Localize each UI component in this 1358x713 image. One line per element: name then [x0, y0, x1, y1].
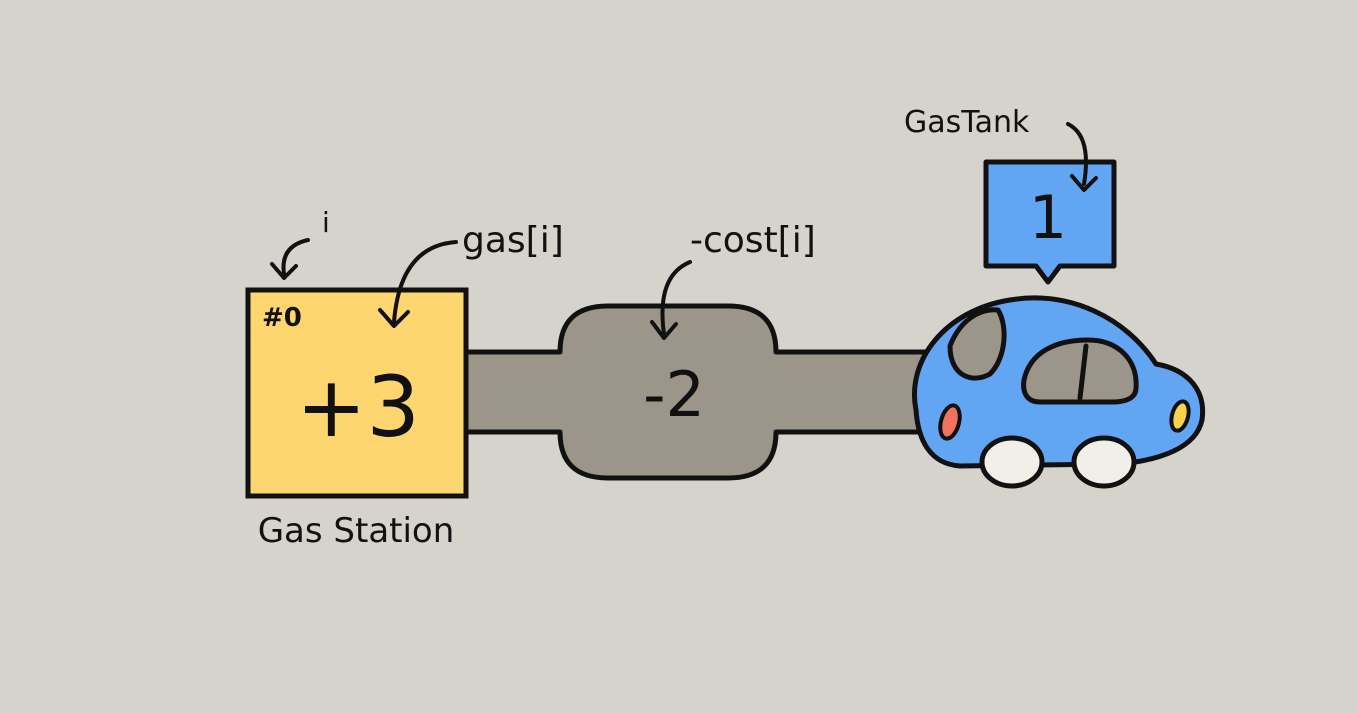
car-rear-wheel	[1071, 435, 1137, 489]
curved-arrow-icon	[378, 240, 458, 328]
gas-annotation: gas[i]	[378, 220, 564, 328]
car-icon	[912, 295, 1206, 489]
car-side-window	[1021, 337, 1139, 405]
gas-station-box	[245, 287, 469, 499]
cost-value: -2	[643, 358, 705, 431]
index-pointer-label: i	[322, 206, 330, 239]
car-window-divider	[1077, 343, 1089, 401]
road-path	[463, 303, 953, 481]
gas-tank-callout	[983, 159, 1117, 285]
gas-tank-value: 1	[1029, 183, 1067, 253]
curved-arrow-icon	[650, 260, 692, 340]
tank-pointer-label: GasTank	[904, 105, 1030, 140]
curved-arrow-icon	[1066, 122, 1098, 192]
station-gas-value: +3	[296, 358, 420, 456]
car-head-light	[1169, 399, 1191, 433]
gas-station: #0 +3 Gas Station	[245, 287, 469, 551]
gas-pointer-label: gas[i]	[462, 220, 564, 261]
tank-annotation: GasTank	[904, 105, 1098, 192]
road: -2	[463, 303, 953, 481]
curved-arrow-icon	[270, 238, 310, 280]
car-rear-light	[938, 403, 962, 441]
car-front-wheel	[979, 435, 1045, 489]
gas-tank: 1	[983, 159, 1117, 285]
cost-pointer-label: -cost[i]	[690, 220, 816, 261]
car-front-window	[947, 307, 1007, 381]
index-annotation: i	[270, 206, 330, 280]
station-index-label: #0	[262, 303, 302, 333]
cost-annotation: -cost[i]	[650, 220, 816, 340]
station-caption: Gas Station	[258, 511, 455, 551]
